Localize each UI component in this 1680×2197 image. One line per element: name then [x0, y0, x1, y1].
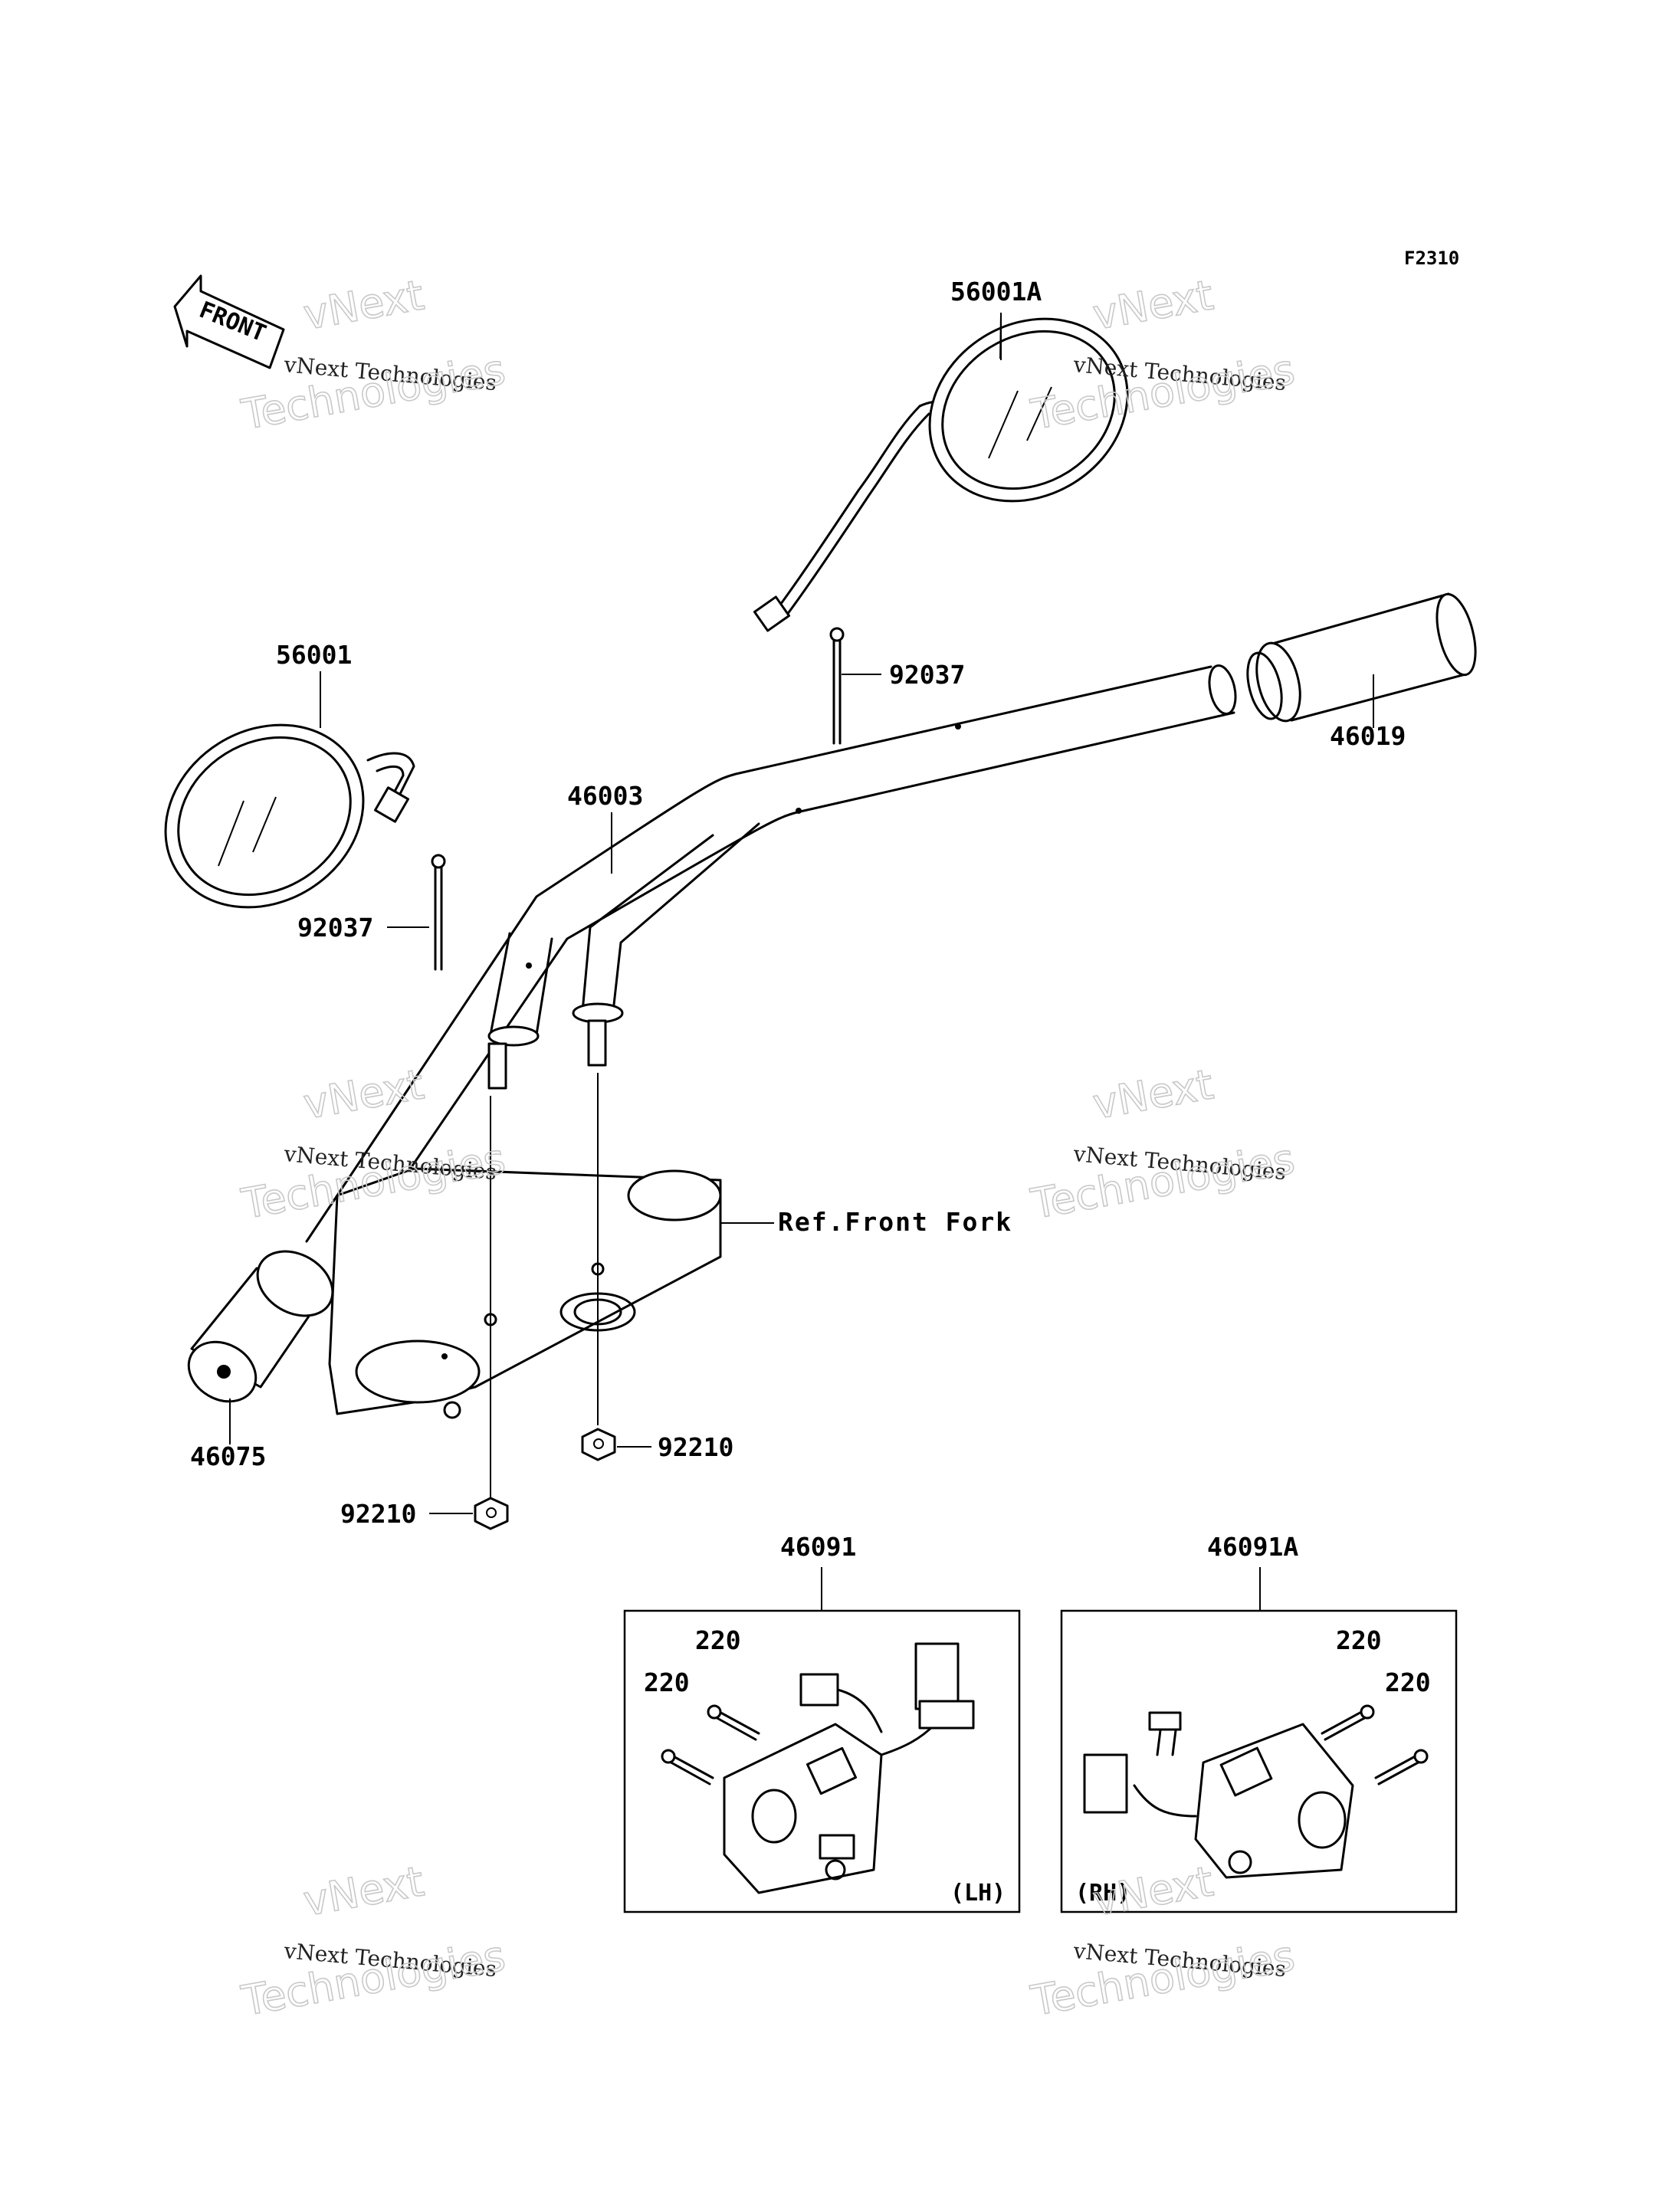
mirror-left	[164, 723, 415, 909]
watermark-4: vNext vNext Technologies Technologies	[1027, 1060, 1299, 1229]
grip-right	[1246, 592, 1477, 723]
label-screw-lh-1: 220	[695, 1625, 741, 1655]
label-nut-right: 92210	[658, 1432, 733, 1462]
label-switch-rh: 46091A	[1207, 1532, 1298, 1562]
screw-rh-2	[1374, 1749, 1429, 1785]
side-label-lh: (LH)	[950, 1880, 1006, 1907]
watermark-5: vNext vNext Technologies Technologies	[238, 1857, 510, 2026]
label-switch-lh: 46091	[780, 1532, 856, 1562]
svg-text:vNext: vNext	[1089, 271, 1216, 339]
mirror-right	[753, 313, 1129, 632]
side-label-rh: (RH)	[1075, 1880, 1130, 1907]
watermark-6: vNext vNext Technologies Technologies	[1027, 1857, 1299, 2026]
label-handlebar: 46003	[567, 781, 643, 811]
nut-left	[474, 1497, 509, 1530]
switch-lh	[723, 1642, 975, 1894]
label-grip-left: 46075	[190, 1441, 266, 1471]
label-mirror-left: 56001	[276, 640, 352, 670]
label-screw-rh-2: 220	[1385, 1667, 1431, 1697]
grip-left	[187, 1250, 334, 1403]
svg-text:vNext: vNext	[300, 1857, 427, 1925]
figure-code: F2310	[1404, 248, 1459, 269]
label-mirror-right: 56001A	[950, 277, 1042, 307]
pin-lower	[431, 854, 446, 971]
svg-text:vNext: vNext	[300, 271, 427, 339]
fork-bracket	[328, 1167, 722, 1419]
label-grip-right: 46019	[1330, 721, 1406, 751]
label-screw-lh-2: 220	[644, 1667, 690, 1697]
screw-lh-2	[661, 1749, 714, 1785]
front-arrow-icon: FRONT	[173, 274, 285, 369]
label-nut-left: 92210	[340, 1499, 416, 1529]
svg-text:vNext: vNext	[300, 1060, 427, 1128]
label-ref-front-fork: Ref.Front Fork	[778, 1207, 1012, 1237]
screw-rh-1	[1321, 1704, 1375, 1741]
handlebar	[305, 664, 1237, 1277]
label-pin-upper: 92037	[889, 660, 965, 690]
label-screw-rh-1: 220	[1336, 1625, 1382, 1655]
pin-upper	[829, 627, 845, 745]
svg-text:vNext: vNext	[1089, 1060, 1216, 1128]
switch-rh	[1083, 1711, 1354, 1879]
box-switch-rh	[1060, 1609, 1458, 1913]
nut-right	[581, 1428, 616, 1461]
label-pin-lower: 92037	[297, 913, 373, 943]
screw-lh-1	[707, 1704, 760, 1741]
svg-text:vNext: vNext	[1089, 1857, 1216, 1925]
watermark-1: vNext vNext Technologies Technologies	[238, 271, 510, 440]
